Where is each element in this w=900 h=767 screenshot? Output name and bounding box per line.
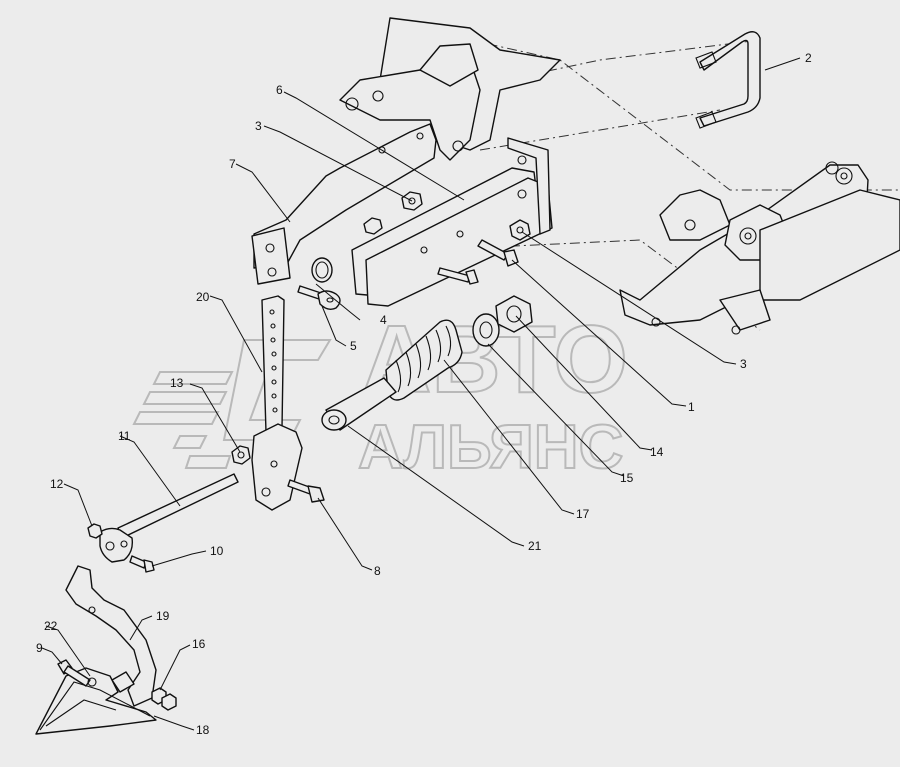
callout-11: 11: [118, 429, 131, 443]
rod: [99, 473, 239, 563]
u-bolt: [695, 31, 761, 129]
frame-assembly: [339, 17, 900, 335]
callout-2: 2: [805, 51, 812, 65]
bolt-9: [57, 659, 97, 687]
watermark-logo-icon: [132, 339, 332, 469]
callout-5: 5: [350, 339, 357, 353]
shank-bar: [251, 295, 303, 511]
sleeve: [321, 377, 397, 431]
bolt-8: [287, 479, 325, 503]
callout-3-right: 3: [740, 357, 747, 371]
callout-labels: 2 6 3 7 20 4 5 3 1 14 15 17 21 8 13 11 1…: [36, 51, 812, 737]
callout-14: 14: [650, 445, 664, 459]
callout-10: 10: [210, 544, 224, 558]
shovel-bracket: [65, 565, 157, 707]
callout-21: 21: [528, 539, 542, 553]
callout-13: 13: [170, 376, 184, 390]
callout-19: 19: [156, 609, 170, 623]
callout-18: 18: [196, 723, 210, 737]
clamp-plates: [351, 137, 553, 307]
callout-20: 20: [196, 290, 210, 304]
nut-13: [231, 445, 251, 465]
leader-lines: [41, 57, 801, 731]
nut-12: [87, 523, 103, 539]
callout-1: 1: [688, 400, 695, 414]
callout-17: 17: [576, 507, 590, 521]
callout-4: 4: [380, 313, 387, 327]
spring: [385, 319, 463, 401]
callout-9: 9: [36, 641, 43, 655]
callout-6: 6: [276, 83, 283, 97]
callout-22: 22: [44, 619, 58, 633]
bolt-10: [129, 555, 155, 573]
callout-8: 8: [374, 564, 381, 578]
watermark-line2: АЛЬЯНС: [358, 413, 623, 482]
callout-15: 15: [620, 471, 634, 485]
callout-3-top: 3: [255, 119, 262, 133]
pin-and-clip: [297, 257, 341, 311]
washer: [472, 313, 500, 347]
bracket-arm: [251, 123, 437, 285]
nuts-16: [151, 687, 177, 711]
callout-12: 12: [50, 477, 64, 491]
callout-16: 16: [192, 637, 206, 651]
callout-7: 7: [229, 157, 236, 171]
